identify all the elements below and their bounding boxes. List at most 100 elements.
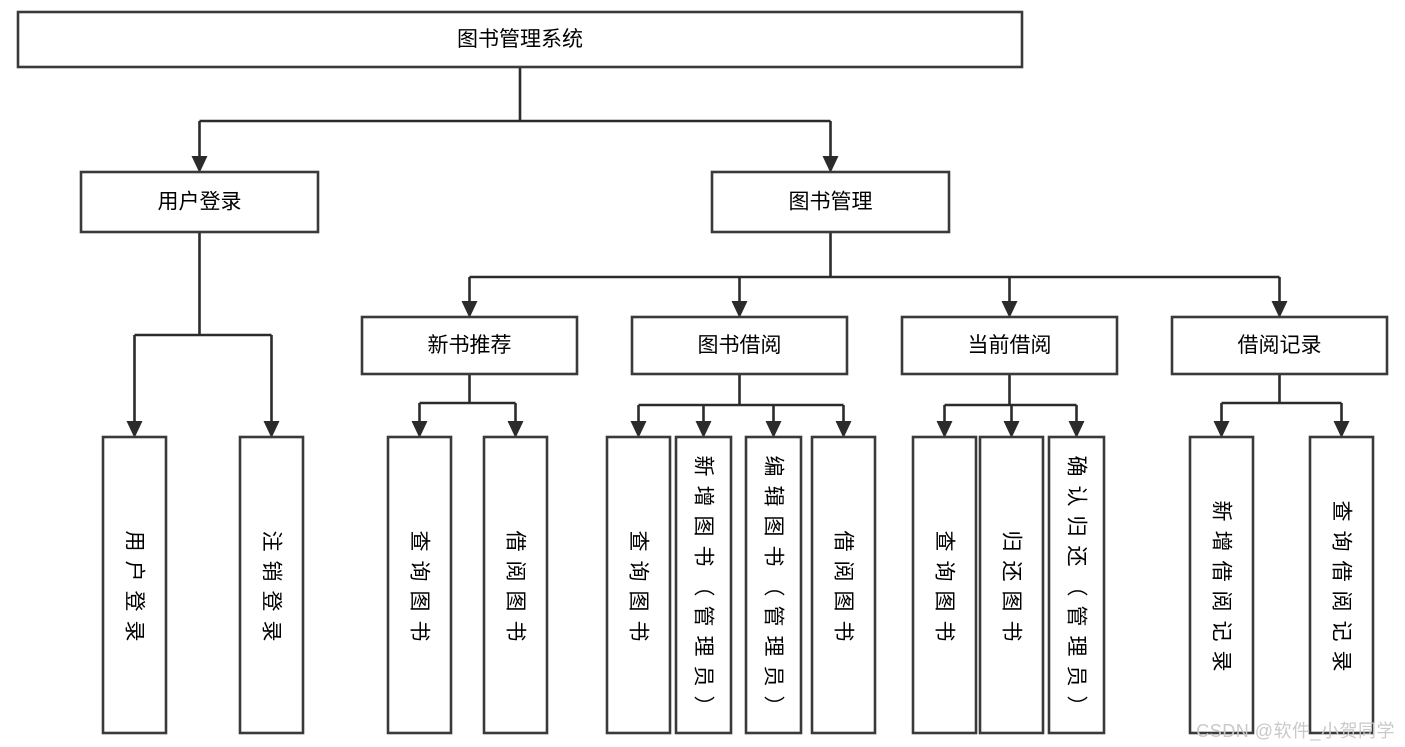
arrow-head-icon bbox=[630, 421, 647, 438]
arrow-head-icon bbox=[1271, 301, 1288, 318]
node-label-char: 借 bbox=[1329, 561, 1352, 582]
node-label-char: 注 bbox=[259, 531, 282, 552]
node-n-borrow-record[interactable]: 借阅记录 bbox=[1170, 315, 1389, 376]
node-label-char: 借 bbox=[831, 531, 854, 552]
arrow-head-icon bbox=[765, 421, 782, 438]
node-label-char: （ bbox=[761, 576, 784, 597]
node-label-char: 登 bbox=[259, 591, 282, 612]
node-label: 用户登录 bbox=[158, 191, 242, 214]
arrow-head-icon bbox=[835, 421, 852, 438]
node-label-char: 图 bbox=[691, 516, 714, 537]
node-box bbox=[810, 435, 877, 735]
node-label-char: 阅 bbox=[831, 561, 854, 582]
node-label-char: 管 bbox=[691, 606, 714, 627]
node-n-current-borrow[interactable]: 当前借阅 bbox=[900, 315, 1119, 376]
node-label-char: 记 bbox=[1329, 621, 1352, 642]
node-label-char: 理 bbox=[691, 636, 714, 657]
node-label-char: 图 bbox=[407, 591, 430, 612]
node-box bbox=[386, 435, 453, 735]
node-box bbox=[630, 315, 849, 376]
node-label-char: 辑 bbox=[761, 486, 784, 507]
node-label: 新书推荐 bbox=[428, 334, 512, 357]
node-label-char: 录 bbox=[259, 621, 282, 642]
node-label-char: ） bbox=[761, 696, 784, 717]
node-label-char: ） bbox=[1064, 696, 1087, 717]
node-label-char: 管 bbox=[761, 606, 784, 627]
node-label-char: 书 bbox=[626, 621, 649, 642]
node-label-char: 查 bbox=[1329, 501, 1352, 522]
arrow-head-icon bbox=[822, 156, 839, 173]
node-label: 图书管理 bbox=[789, 191, 873, 214]
node-label-char: 管 bbox=[1064, 606, 1087, 627]
arrow-head-icon bbox=[731, 301, 748, 318]
node-l-user-login[interactable]: 用户登录 bbox=[101, 435, 168, 735]
node-label: 当前借阅 bbox=[968, 334, 1052, 357]
node-box bbox=[744, 435, 803, 735]
node-label-char: 记 bbox=[1209, 621, 1232, 642]
node-label-char: 图 bbox=[503, 591, 526, 612]
node-box bbox=[1170, 315, 1389, 376]
arrow-head-icon bbox=[695, 421, 712, 438]
node-n-book-manage[interactable]: 图书管理 bbox=[710, 170, 951, 234]
arrow-head-icon bbox=[126, 421, 143, 438]
node-box bbox=[978, 435, 1045, 735]
arrow-head-icon bbox=[411, 421, 428, 438]
arrow-head-icon bbox=[1213, 421, 1230, 438]
node-n-user-login[interactable]: 用户登录 bbox=[79, 170, 320, 234]
node-label-char: 书 bbox=[831, 621, 854, 642]
node-box bbox=[238, 435, 305, 735]
node-label-char: 归 bbox=[1064, 516, 1087, 537]
node-label-char: 还 bbox=[999, 561, 1022, 582]
node-box bbox=[79, 170, 320, 234]
node-label-char: 增 bbox=[1209, 531, 1232, 552]
node-box bbox=[1047, 435, 1106, 735]
node-label-char: 阅 bbox=[1329, 591, 1352, 612]
node-label-char: 阅 bbox=[1209, 591, 1232, 612]
node-label-char: 图 bbox=[932, 591, 955, 612]
node-box bbox=[605, 435, 672, 735]
node-label-char: 书 bbox=[407, 621, 430, 642]
node-n-new-book-rec[interactable]: 新书推荐 bbox=[360, 315, 579, 376]
node-label-char: 查 bbox=[626, 531, 649, 552]
node-label-char: 图 bbox=[831, 591, 854, 612]
node-label-char: 认 bbox=[1064, 486, 1087, 507]
node-box bbox=[1308, 435, 1375, 735]
node-label-char: 员 bbox=[761, 666, 784, 687]
arrow-head-icon bbox=[1068, 421, 1085, 438]
node-label-char: ） bbox=[691, 696, 714, 717]
node-n-book-borrow[interactable]: 图书借阅 bbox=[630, 315, 849, 376]
arrow-head-icon bbox=[461, 301, 478, 318]
arrow-head-icon bbox=[263, 421, 280, 438]
node-label-char: 理 bbox=[1064, 636, 1087, 657]
node-root[interactable]: 图书管理系统 bbox=[16, 10, 1024, 69]
arrow-head-icon bbox=[191, 156, 208, 173]
node-label-char: 录 bbox=[122, 621, 145, 642]
node-label-char: 书 bbox=[932, 621, 955, 642]
node-label-char: 新 bbox=[691, 456, 714, 477]
node-box bbox=[911, 435, 978, 735]
node-label-char: （ bbox=[1064, 576, 1087, 597]
node-label-char: 用 bbox=[122, 531, 145, 552]
node-label-char: 还 bbox=[1064, 546, 1087, 567]
node-label-char: 阅 bbox=[503, 561, 526, 582]
node-label-char: 询 bbox=[626, 561, 649, 582]
node-box bbox=[482, 435, 549, 735]
node-label-char: 询 bbox=[932, 561, 955, 582]
node-label-char: 登 bbox=[122, 591, 145, 612]
connector-layer bbox=[126, 67, 1350, 438]
node-label-char: 录 bbox=[1329, 651, 1352, 672]
node-label-char: 销 bbox=[259, 561, 282, 582]
